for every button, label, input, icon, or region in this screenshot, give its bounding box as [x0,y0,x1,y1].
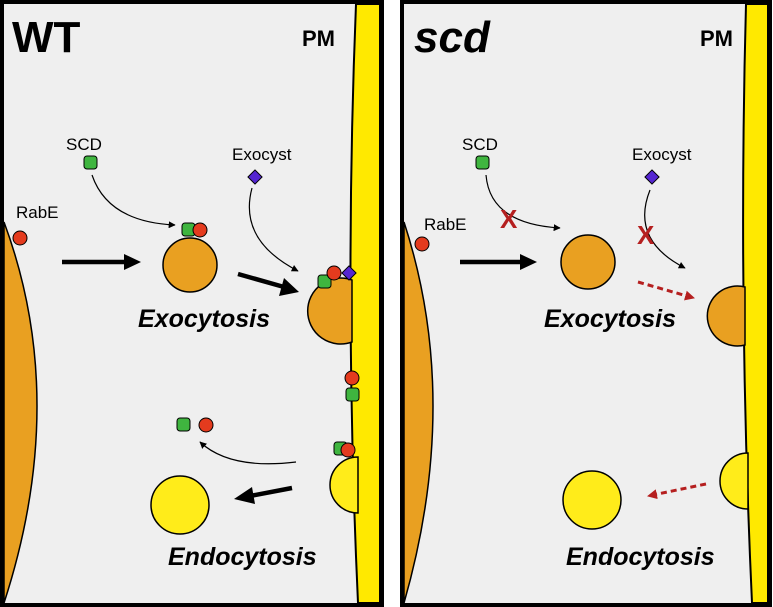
wt-secretory-vesicle [162,237,218,293]
wt-exocytosis-label: Exocytosis [138,305,270,333]
wt-scd-protein [83,155,98,170]
scd-scd-label: SCD [462,135,498,154]
wt-exocyst-recruit-arrow [248,187,299,272]
wt-panel: WT PM SCD Exocyst RabE Exocytosis [0,0,384,607]
wt-fusion-arrow-head [279,278,299,296]
scd-panel: scd PM SCD X Exocyst X RabE Exocytosis E… [400,0,772,607]
scd-budding-arrow-head [520,254,537,270]
wt-budding-arrow-head [124,254,141,270]
scd-exocyst-protein [644,169,660,185]
scd-rabe-label: RabE [424,215,467,234]
wt-fusing-rabe [326,265,342,281]
wt-rabe-protein [12,230,28,246]
wt-release-arrow [199,441,297,465]
scd-endocytic-vesicle [562,470,622,530]
scd-exocytosis-label: Exocytosis [544,305,676,333]
scd-exocyst-label: Exocyst [632,145,692,164]
wt-vesicle-rabe [192,222,208,238]
scd-scd-block-mark: X [500,204,518,234]
scd-fusing-vesicle [706,285,746,347]
scd-title: scd [414,13,491,62]
scd-exocyst-recruit-arrow [644,189,686,269]
wt-pm-rabe [344,370,360,386]
wt-title: WT [12,13,81,62]
wt-fusing-scd [317,274,332,289]
scd-endocytic-pit [719,452,749,510]
wt-rabe-label: RabE [16,203,59,222]
scd-endocytosis-label: Endocytosis [566,543,715,571]
wt-endocytosis-arrow [249,485,293,499]
wt-donor-compartment [3,221,38,604]
wt-exocyst-protein [247,169,263,185]
wt-scd-recruit-arrow [91,174,176,229]
scd-donor-compartment [403,221,434,604]
scd-pm-label: PM [700,26,733,51]
scd-secretory-vesicle [560,234,616,290]
wt-fusion-arrow [237,271,285,290]
wt-endocytic-vesicle [150,475,210,535]
scd-scd-protein [475,155,490,170]
wt-endocytosis-arrow-head [234,487,255,504]
wt-pm-scd [345,387,360,402]
wt-exocyst-label: Exocyst [232,145,292,164]
scd-exocyst-block-mark: X [637,220,655,250]
wt-pm-label: PM [302,26,335,51]
wt-endocytosis-label: Endocytosis [168,543,317,571]
scd-rabe-protein [414,236,430,252]
wt-released-rabe [198,417,214,433]
wt-endocytic-pit [329,456,359,514]
wt-pit-rabe [340,442,356,458]
wt-released-scd [176,417,191,432]
scd-scd-recruit-arrow [485,174,561,232]
wt-scd-label: SCD [66,135,102,154]
wt-fusing-exocyst [341,265,357,281]
